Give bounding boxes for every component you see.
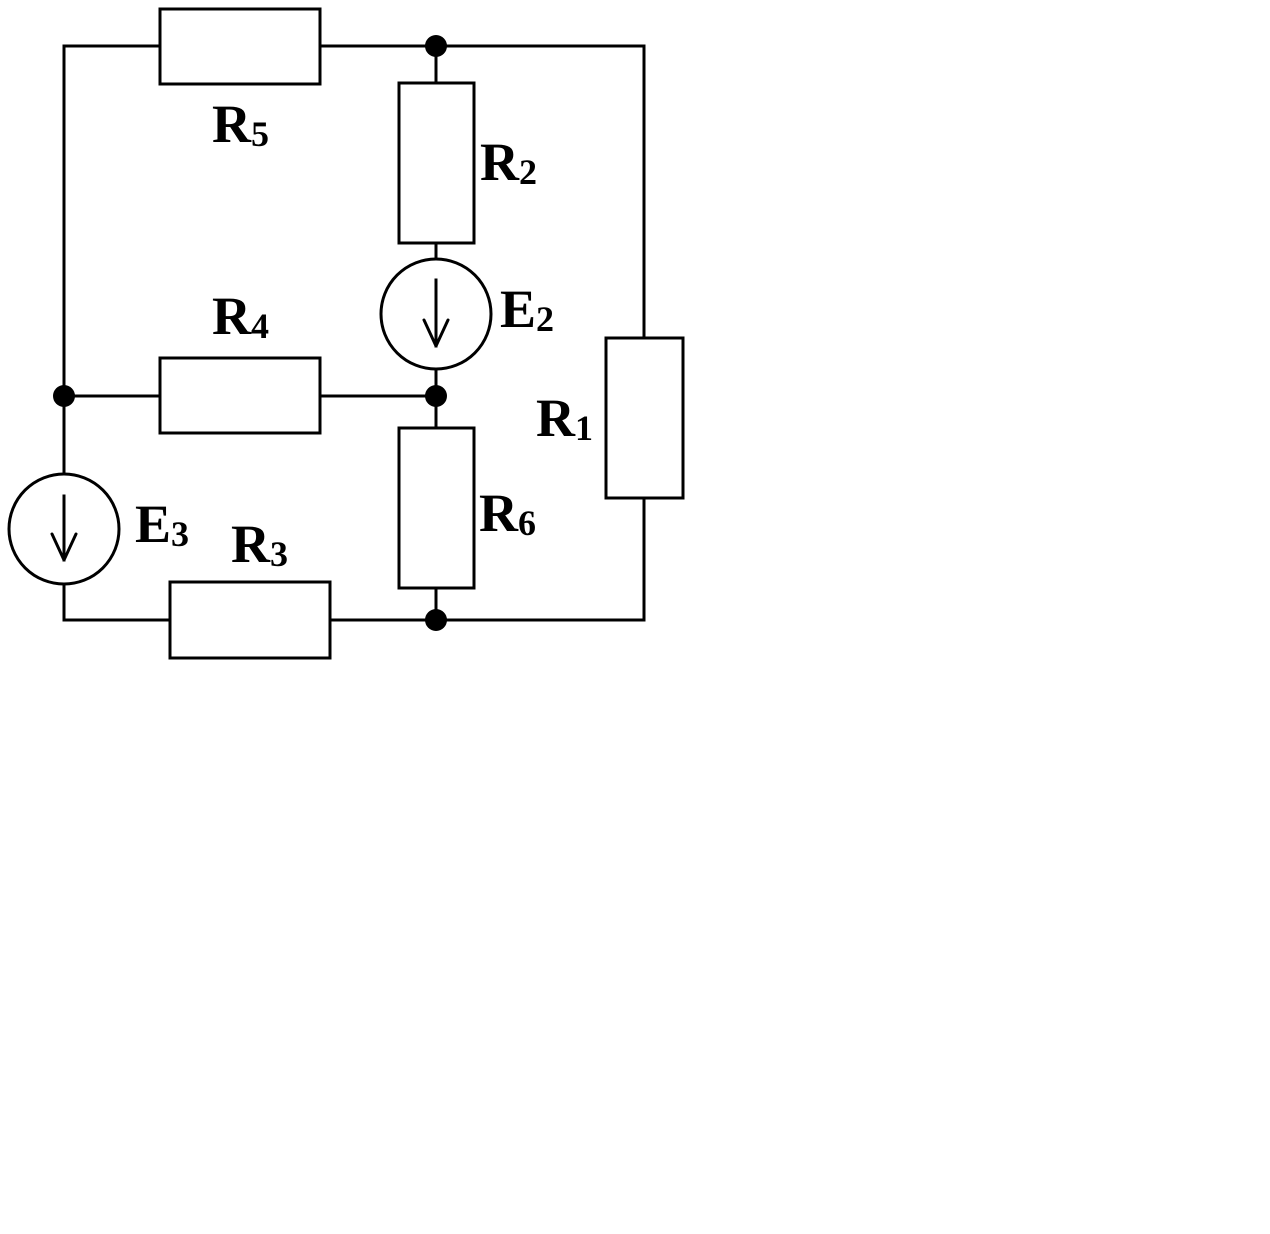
label-r2: R2 (480, 132, 537, 192)
source-e3 (7, 472, 121, 586)
label-r1: R1 (536, 388, 593, 448)
resistor-r2 (397, 81, 476, 245)
resistor-r5 (158, 7, 322, 86)
label-r6: R6 (479, 483, 536, 543)
junction-bottom (425, 609, 447, 631)
label-r3: R3 (231, 514, 288, 574)
junction-center (425, 385, 447, 407)
resistor-r6 (397, 426, 476, 590)
resistor-r1 (604, 336, 685, 500)
arrow-head-icon (422, 318, 450, 348)
resistor-r3 (168, 580, 332, 660)
label-r5: R5 (212, 94, 269, 154)
source-e2 (379, 257, 493, 371)
arrow-head-icon (50, 532, 78, 562)
label-e2: E2 (500, 279, 554, 339)
label-e3: E3 (135, 494, 189, 554)
resistor-r4 (158, 356, 322, 435)
label-r4: R4 (212, 286, 269, 346)
wires (62, 44, 646, 622)
junction-top (425, 35, 447, 57)
junction-left (53, 385, 75, 407)
